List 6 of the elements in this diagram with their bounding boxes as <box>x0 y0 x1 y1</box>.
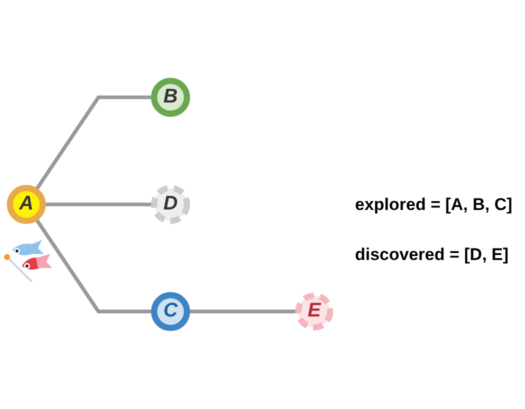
node-circle: B <box>151 78 190 117</box>
state-text: explored = [A, B, C] <box>355 195 512 215</box>
node-circle: C <box>151 292 190 332</box>
node-circle: D <box>151 184 190 224</box>
state-text: discovered = [D, E] <box>355 245 509 265</box>
node-circle: A <box>6 184 46 224</box>
